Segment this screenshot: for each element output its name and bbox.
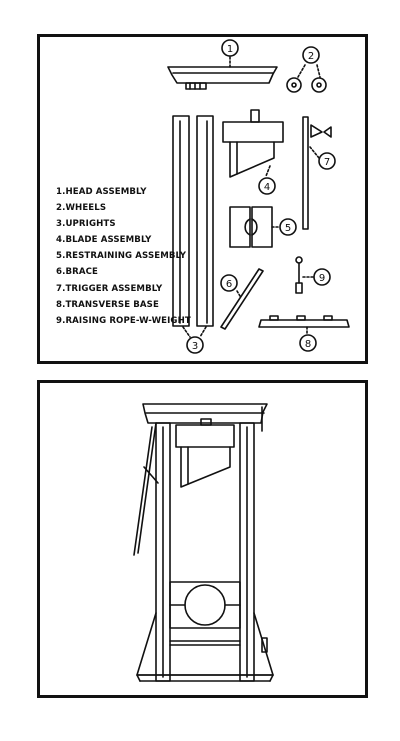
legend-item: 9.RAISING ROPE-W-WEIGHT xyxy=(56,315,191,326)
callout-7: 7 xyxy=(324,157,330,168)
callout-4: 4 xyxy=(264,182,270,193)
callout-1: 1 xyxy=(227,44,233,55)
brace-icon xyxy=(220,268,264,330)
head-assembly-icon xyxy=(167,39,278,90)
callout-9: 9 xyxy=(319,273,325,284)
transverse-base-icon xyxy=(258,315,350,352)
uprights-icon xyxy=(172,115,214,354)
callout-2: 2 xyxy=(308,51,314,62)
callout-3: 3 xyxy=(192,341,198,352)
callout-6: 6 xyxy=(226,279,232,290)
assembled-guillotine-icon xyxy=(133,403,274,682)
trigger-assembly-icon xyxy=(302,116,336,230)
blade-assembly-icon xyxy=(222,109,284,195)
raising-rope-icon xyxy=(295,256,331,294)
legend-item: 7.TRIGGER ASSEMBLY xyxy=(56,283,163,294)
legend-item: 8.TRANSVERSE BASE xyxy=(56,299,159,310)
legend-item: 4.BLADE ASSEMBLY xyxy=(56,235,152,246)
legend-item: 1.HEAD ASSEMBLY xyxy=(56,187,147,197)
wheels-icon xyxy=(286,46,327,93)
legend-item: 3.UPRIGHTS xyxy=(56,219,116,230)
parts-legend: 1.HEAD ASSEMBLY 2.WHEELS 3.UPRIGHTS 4.BL… xyxy=(56,184,191,329)
legend-item: 6.BRACE xyxy=(56,267,98,278)
callout-5: 5 xyxy=(285,223,291,234)
callout-8: 8 xyxy=(305,339,311,350)
parts-drawing: 1 2 3 4 5 6 7 8 9 xyxy=(167,39,350,354)
parts-diagram-panel: 1 2 3 4 5 6 7 8 9 1.HEAD ASSEMBLY 2.WHEE… xyxy=(37,34,368,364)
restraining-assembly-icon xyxy=(229,206,297,248)
legend-item: 2.WHEELS xyxy=(56,203,107,214)
assembled-panel xyxy=(37,380,368,698)
legend-item: 5.RESTRAINING ASSEMBLY xyxy=(56,251,187,262)
